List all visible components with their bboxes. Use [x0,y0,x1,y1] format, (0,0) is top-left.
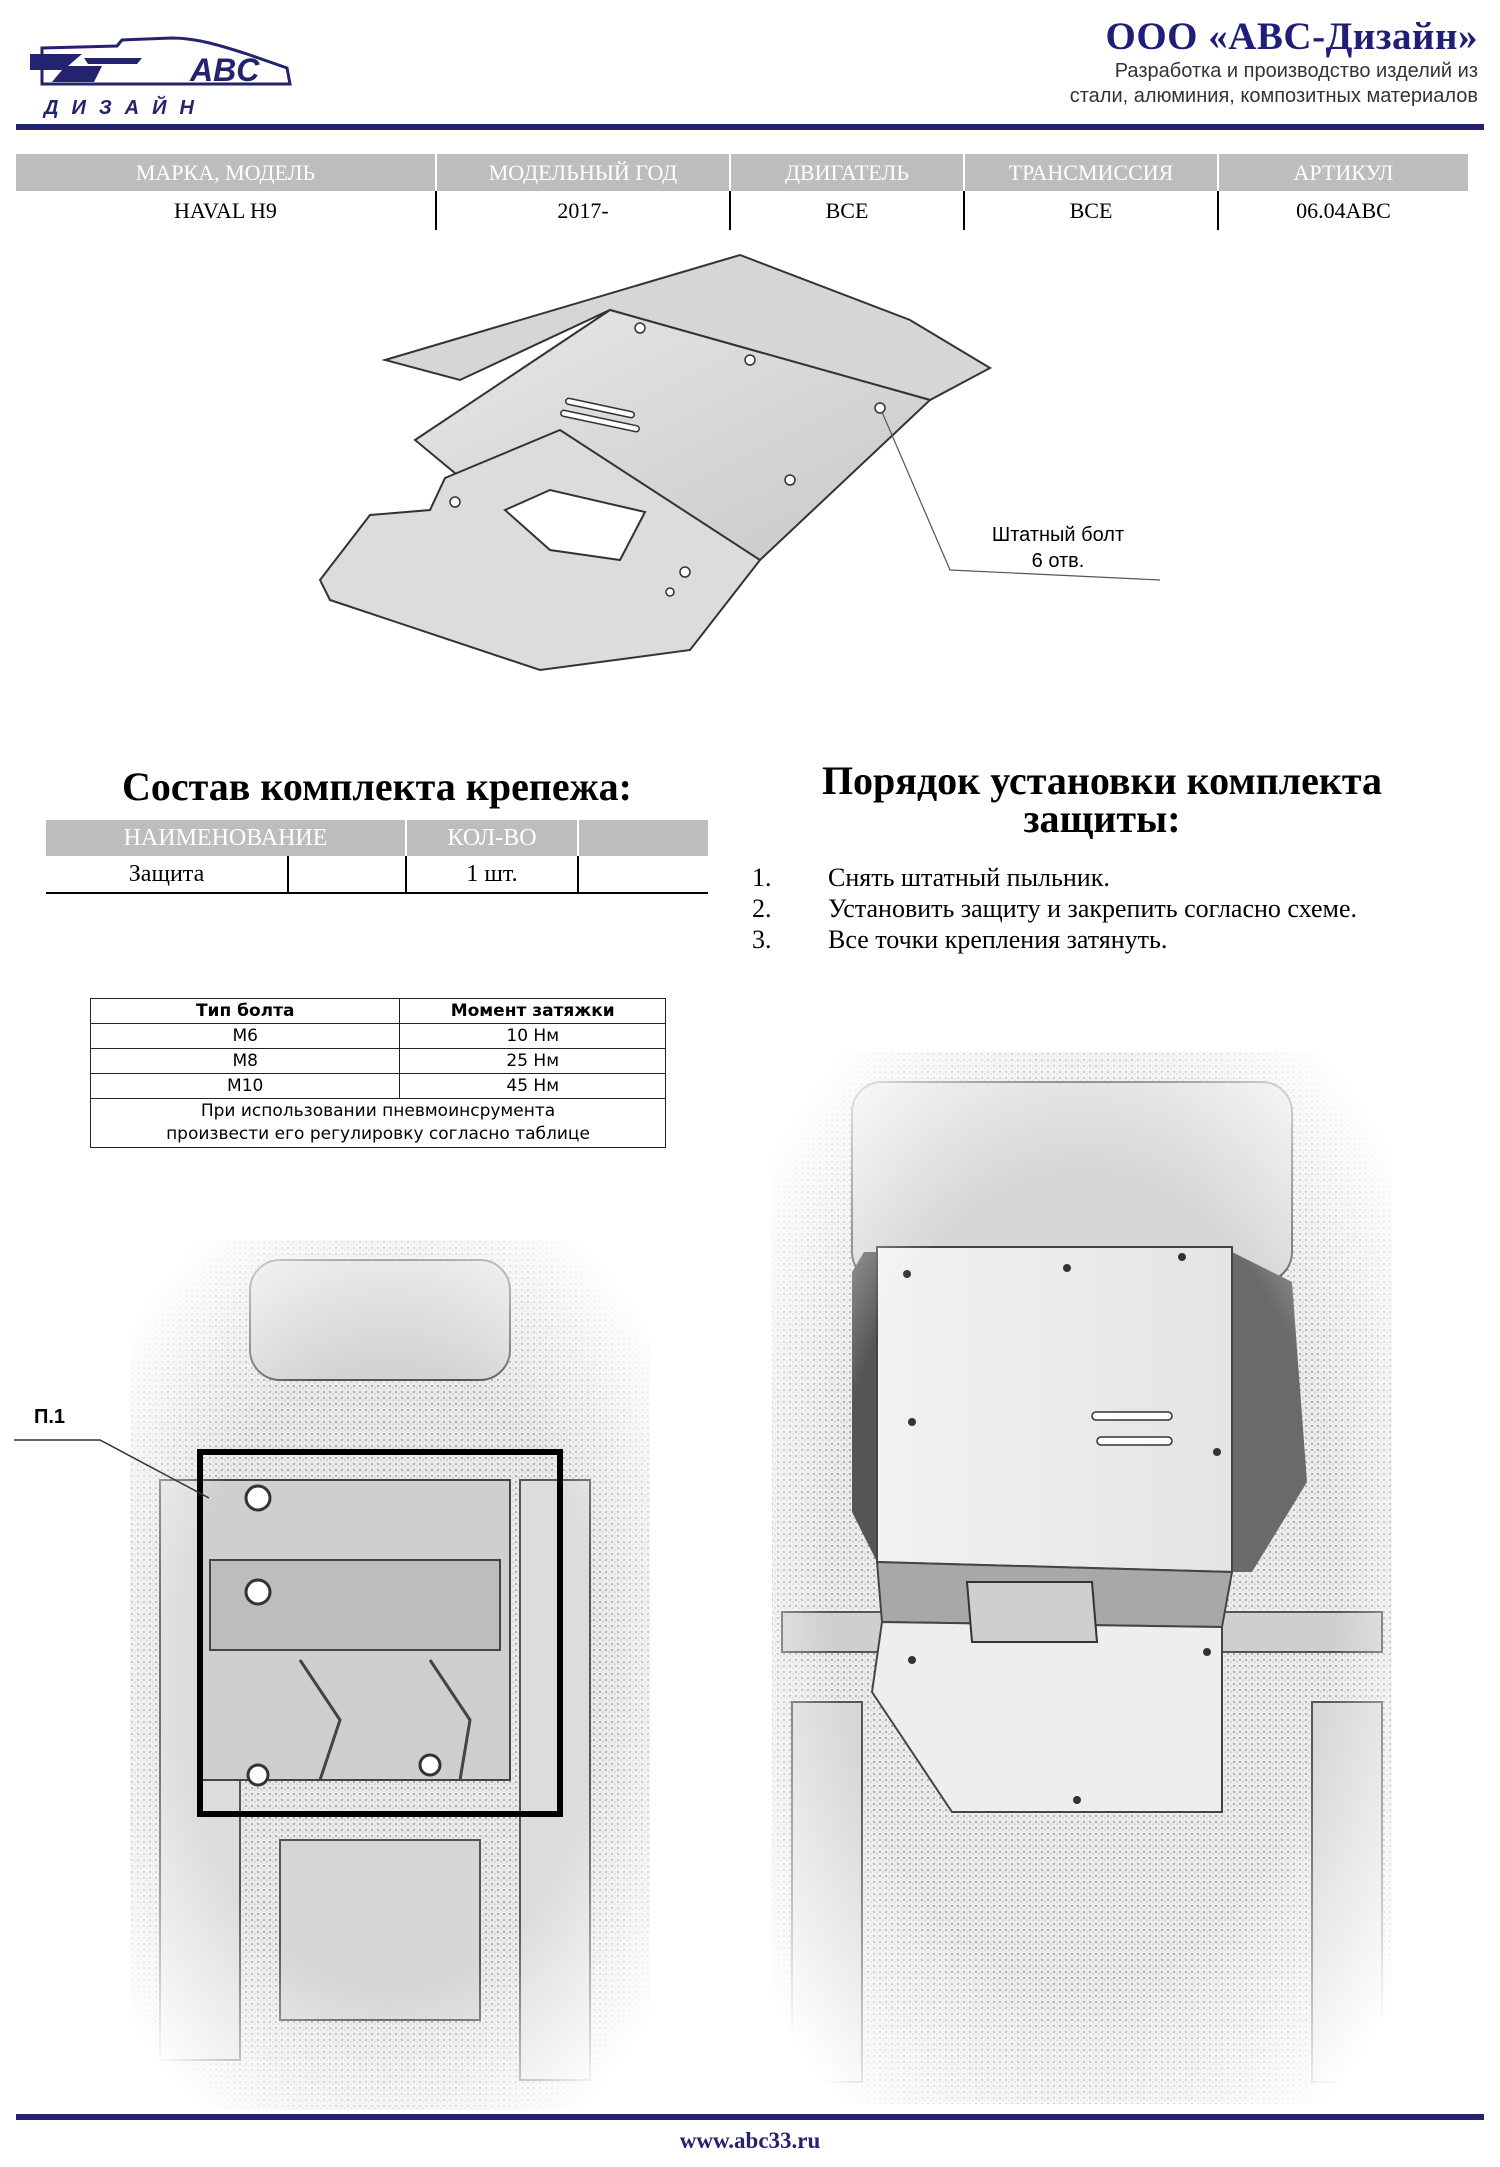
company-name: ООО «АВС-Дизайн» [1105,15,1478,58]
torque-bolt: M8 [89,1048,401,1074]
torque-note-row: При использовании пневмоинсрумента произ… [90,1098,666,1148]
spec-value-transmission: ВСЕ [964,191,1219,230]
torque-header-row: Тип болта Момент затяжки [89,998,666,1024]
photo-label-p1: П.1 [34,1406,66,1428]
step-text: Все точки крепления затянуть. [828,925,1168,954]
header-rule [16,124,1484,130]
kit-cell-name: Защита [46,856,289,894]
spec-value-article: 06.04ABC [1296,197,1391,223]
logo-text-top: ABC [189,52,260,88]
install-step: 3. Все точки крепления затянуть. [752,924,1452,955]
torque-row: M8 25 Нм [89,1048,666,1074]
torque-note-line1: При использовании пневмоинсрумента [200,1101,556,1121]
torque-header-moment: Момент затяжки [399,998,666,1024]
spec-value-engine: ВСЕ [730,191,965,230]
step-number: 3. [752,925,772,954]
spec-header-row: МАРКА, МОДЕЛЬ МОДЕЛЬНЫЙ ГОД ДВИГАТЕЛЬ ТР… [16,154,1468,191]
kit-header-row: НАИМЕНОВАНИЕ КОЛ-ВО [46,820,708,856]
spec-header-article: АРТИКУЛ [1218,154,1468,191]
spec-value-year: 2017- [436,191,731,230]
bolt-callout: Штатный болт 6 отв. [968,522,1148,574]
torque-value: 45 Нм [399,1073,666,1099]
kit-cell-blank [288,856,407,894]
torque-table: Тип болта Момент затяжки M6 10 Нм M8 25 … [89,998,666,1148]
torque-value: 10 Нм [399,1023,666,1049]
kit-row: Защита 1 шт. [46,856,708,894]
torque-bolt: M6 [89,1023,401,1049]
kit-header-extra [578,820,708,856]
underbody-photo-before [100,1240,680,2110]
step-text: Снять штатный пыльник. [828,863,1110,892]
step-number: 1. [752,863,772,892]
spec-header-year: МОДЕЛЬНЫЙ ГОД [436,154,731,191]
kit-cell-extra [578,856,708,894]
company-block: ООО «АВС-Дизайн» Разработка и производст… [1070,14,1478,109]
kit-header-name: НАИМЕНОВАНИЕ [46,820,407,856]
torque-row: M10 45 Нм [89,1073,666,1099]
company-logo: ABC ДИЗАЙН [22,18,302,119]
spec-table: МАРКА, МОДЕЛЬ МОДЕЛЬНЫЙ ГОД ДВИГАТЕЛЬ ТР… [16,154,1468,230]
spec-header-model: МАРКА, МОДЕЛЬ [16,154,437,191]
install-title: Порядок установки комплекта защиты: [752,758,1452,841]
kit-title: Состав комплекта крепежа: [122,764,632,809]
spec-value-row: HAVAL H9 2017- ВСЕ ВСЕ 06.04ABC [16,191,1468,230]
torque-value: 25 Нм [399,1048,666,1074]
install-step: 2. Установить защиту и закрепить согласн… [752,893,1452,924]
kit-table: НАИМЕНОВАНИЕ КОЛ-ВО Защита 1 шт. [46,820,708,894]
website-link[interactable]: www.abc33.ru [679,2128,821,2153]
torque-row: M6 10 Нм [89,1023,666,1049]
install-steps: 1. Снять штатный пыльник. 2. Установить … [752,862,1452,955]
install-title-line1: Порядок установки комплекта [821,758,1383,803]
torque-bolt: M10 [89,1073,401,1099]
torque-header-bolt: Тип болта [89,998,401,1024]
company-desc-line2: стали, алюминия, композитных материалов [1069,85,1478,107]
install-step: 1. Снять штатный пыльник. [752,862,1452,893]
footer-rule [16,2114,1484,2120]
bolt-callout-line1: Штатный болт [991,524,1125,546]
part-drawing [310,250,1210,690]
torque-note-line2: произвести его регулировку согласно табл… [166,1124,590,1144]
spec-header-engine: ДВИГАТЕЛЬ [730,154,965,191]
bolt-callout-line2: 6 отв. [1031,550,1085,572]
install-title-line2: защиты: [1023,796,1181,841]
photo-label-leader [14,1439,210,1499]
spec-value-model: HAVAL H9 [16,191,437,230]
kit-header-qty: КОЛ-ВО [406,820,579,856]
company-desc-line1: Разработка и производство изделий из [1114,60,1478,82]
logo-text-bottom: ДИЗАЙН [42,95,207,118]
step-text: Установить защиту и закрепить согласно с… [828,894,1358,923]
underbody-photo-installed [752,1052,1414,2104]
kit-cell-qty: 1 шт. [406,856,579,894]
torque-note: При использовании пневмоинсрумента произ… [90,1098,666,1148]
spec-header-transmission: ТРАНСМИССИЯ [964,154,1219,191]
step-number: 2. [752,894,772,923]
